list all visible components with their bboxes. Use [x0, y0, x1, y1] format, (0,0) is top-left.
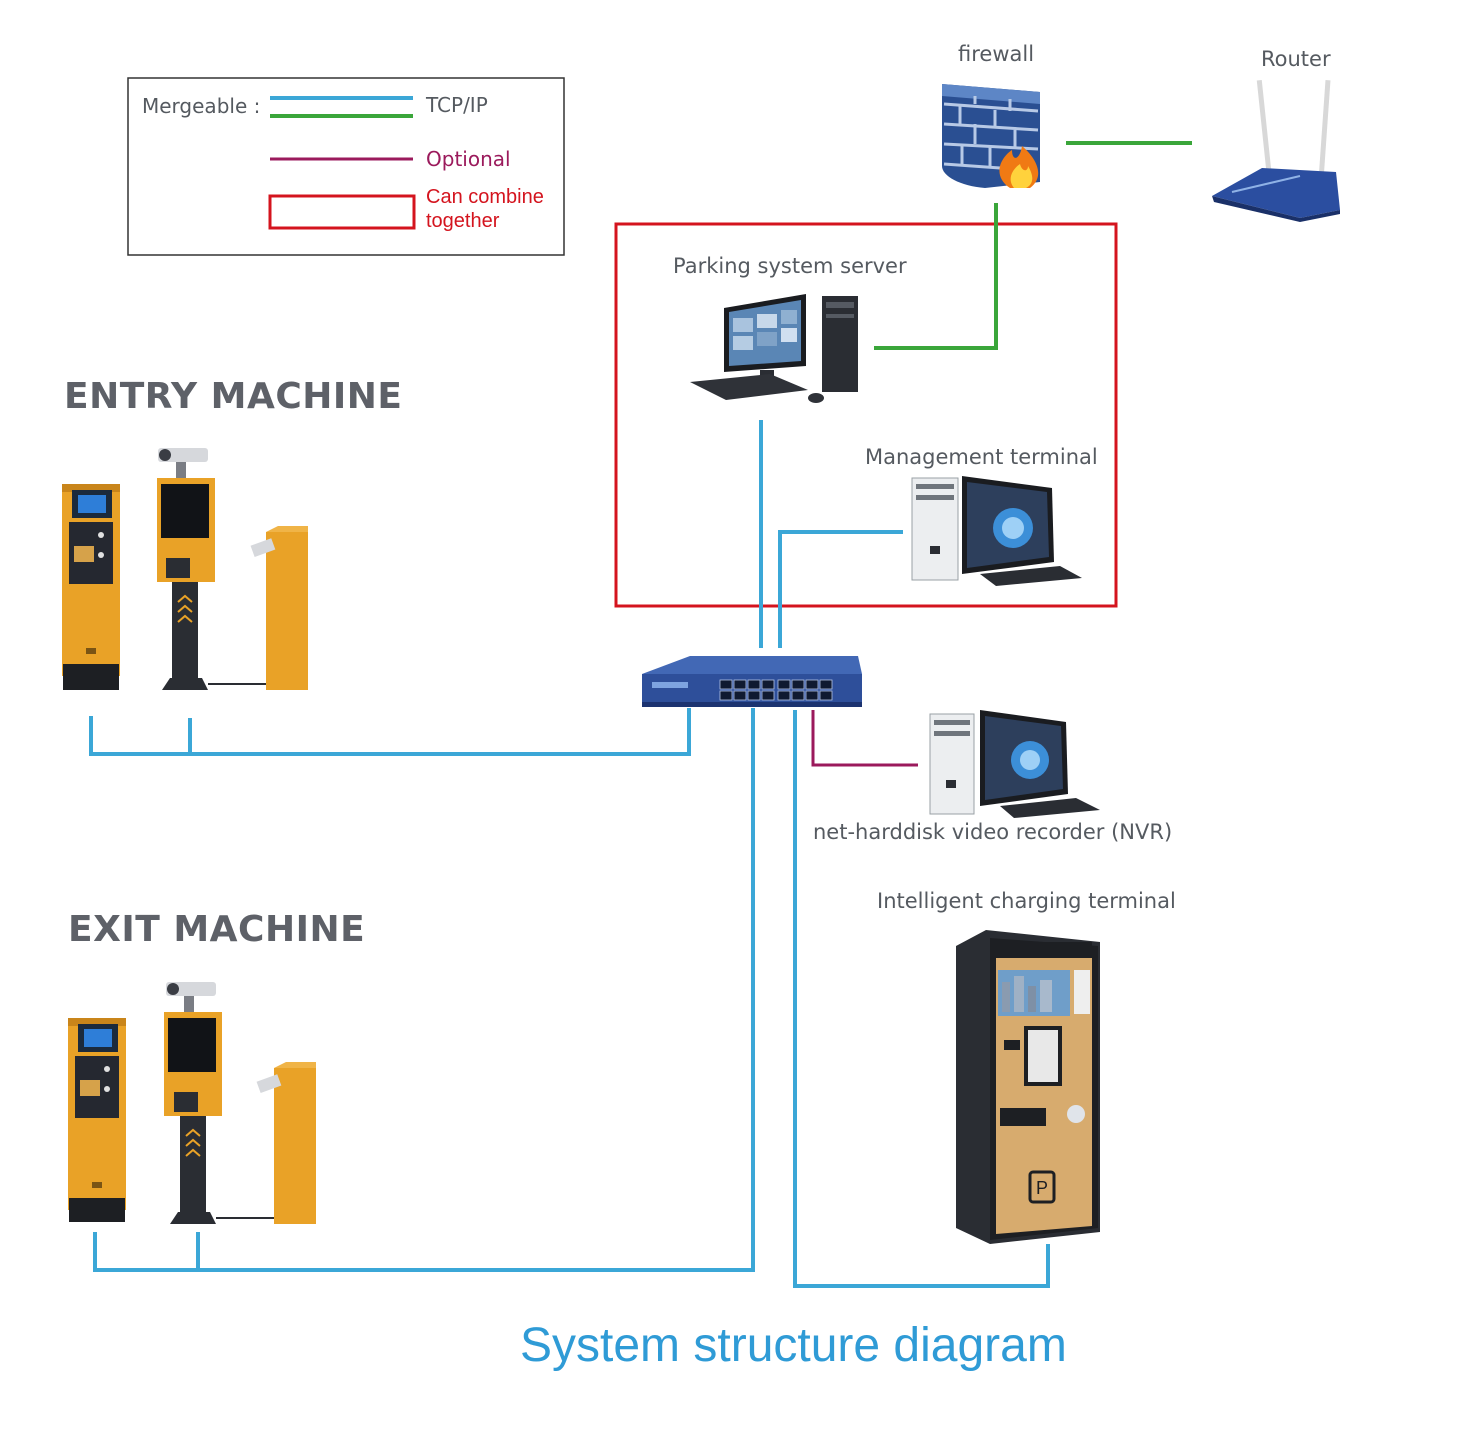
firewall-icon	[942, 84, 1040, 188]
legend-tcpip-label: TCP/IP	[426, 93, 488, 117]
charging-label: Intelligent charging terminal	[877, 889, 1176, 913]
diagram-title: System structure diagram	[520, 1319, 1067, 1372]
firewall-label: firewall	[958, 42, 1035, 66]
camera-display-icon	[157, 448, 215, 690]
barrier-gate-icon	[208, 526, 308, 690]
charging-switch-link	[793, 710, 1050, 1288]
exit-machine-group	[68, 982, 316, 1224]
server-label: Parking system server	[673, 254, 907, 278]
management-label: Management terminal	[865, 445, 1098, 469]
nvr-switch-link	[811, 710, 918, 767]
entry-switch-link	[89, 708, 691, 756]
desktop-computer-icon	[911, 476, 1082, 586]
router-label: Router	[1261, 47, 1331, 71]
entry-machine-heading: ENTRY MACHINE	[64, 376, 403, 417]
nvr-label: net-harddisk video recorder (NVR)	[813, 820, 1173, 844]
ticket-dispenser-icon	[62, 484, 120, 690]
pay-station-icon: P	[956, 930, 1100, 1244]
firewall-server-link	[874, 203, 998, 350]
entry-machine-group	[62, 448, 308, 690]
exit-switch-link	[93, 708, 755, 1272]
combine-group-box	[614, 222, 1118, 608]
desktop-computer-icon	[690, 294, 858, 403]
camera-display-icon	[164, 982, 222, 1224]
legend-optional-label: Optional	[426, 147, 511, 171]
management-switch-link	[778, 530, 903, 648]
barrier-gate-icon	[216, 1062, 316, 1224]
legend-box	[127, 77, 565, 256]
router-icon	[1212, 79, 1340, 222]
desktop-computer-icon	[929, 710, 1100, 818]
legend-mergeable-label: Mergeable :	[142, 94, 261, 118]
svg-text:P: P	[1036, 1178, 1048, 1198]
ticket-dispenser-icon	[68, 1018, 126, 1222]
connections	[89, 141, 1192, 1288]
exit-machine-heading: EXIT MACHINE	[68, 909, 366, 950]
legend-combine-rect	[268, 194, 416, 230]
network-switch-icon	[642, 656, 862, 707]
legend-combine-label: Can combine together	[426, 186, 544, 232]
